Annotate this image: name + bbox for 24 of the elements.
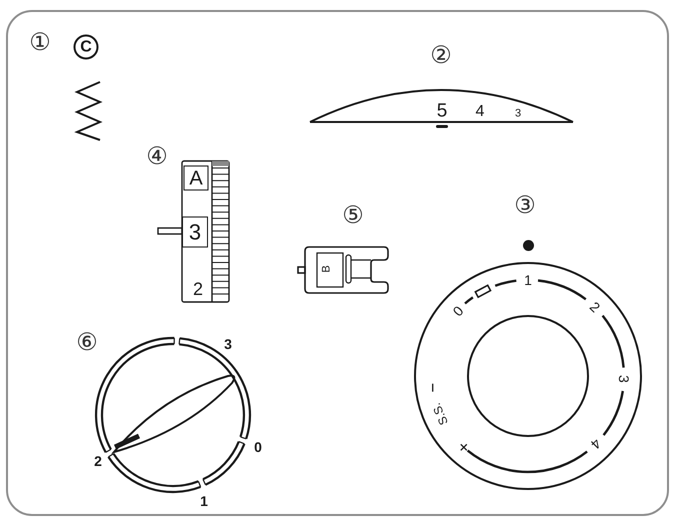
dial-number: 1 xyxy=(200,494,208,508)
dial-number: 0 xyxy=(450,302,466,318)
scale-number: 3 xyxy=(514,108,522,120)
scale-number: 2 xyxy=(193,280,203,298)
callout-number: ③ xyxy=(514,193,536,217)
callout-number: ② xyxy=(430,43,452,67)
dial-number: 2 xyxy=(94,454,102,468)
dial-number: 1 xyxy=(524,273,532,287)
scale-number: 4 xyxy=(476,104,484,120)
dial-number: 4 xyxy=(588,436,604,452)
dial-number: 3 xyxy=(224,337,232,351)
dial-number: 0 xyxy=(254,440,262,454)
circled-letter: C xyxy=(74,34,98,60)
dial-marking: S.S. xyxy=(430,400,450,426)
dial-number: 3 xyxy=(616,375,632,384)
selector-window: 3 xyxy=(182,216,208,248)
foot-letter: B xyxy=(322,265,332,273)
selector-window: A xyxy=(184,166,208,190)
scale-number: 5 xyxy=(436,102,448,120)
dial-number: 2 xyxy=(587,299,602,315)
callout-number: ⑥ xyxy=(76,330,98,354)
callout-number: ⑤ xyxy=(342,203,364,227)
callout-number: ④ xyxy=(146,144,168,168)
callout-number: ① xyxy=(29,30,51,54)
